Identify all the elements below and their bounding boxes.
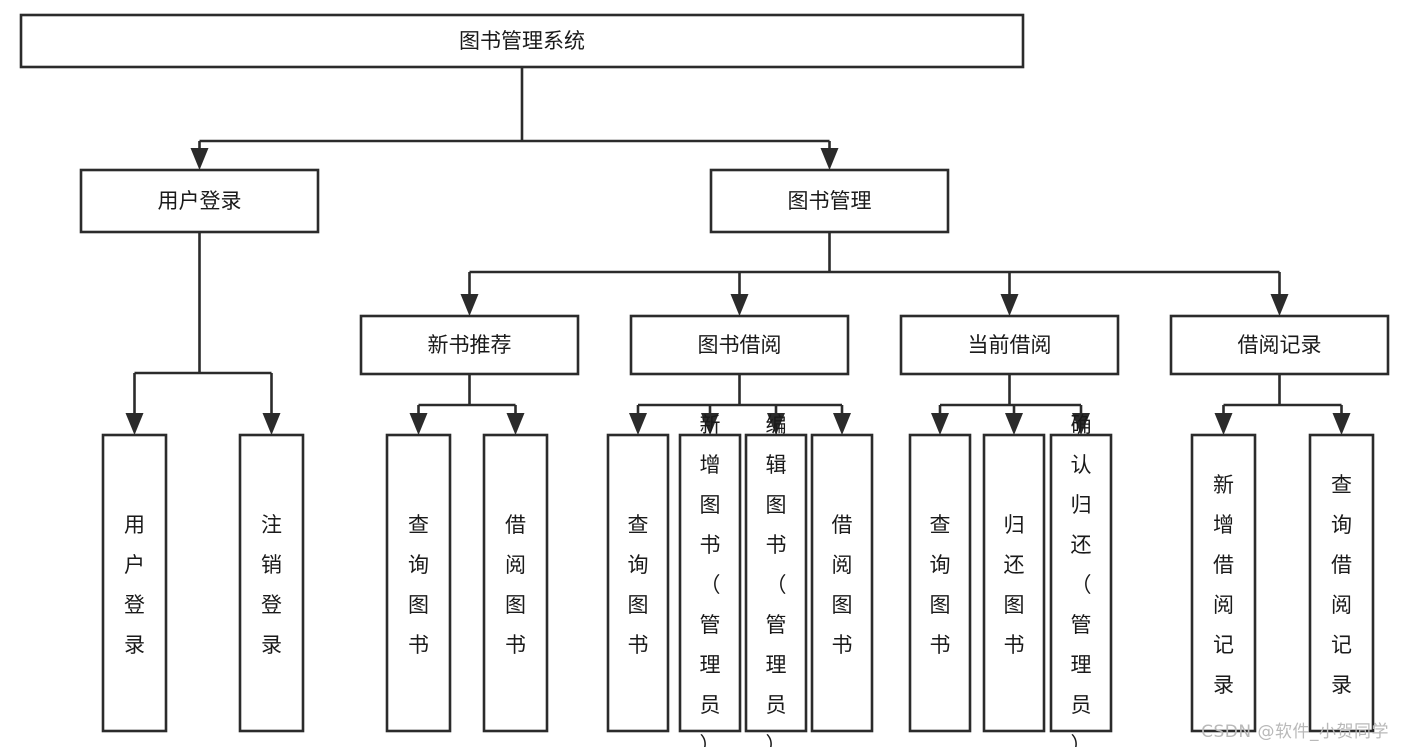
connector-group-user-login	[125, 232, 281, 435]
node-borrow-record[interactable]: 借阅记录	[1169, 314, 1390, 376]
node-box	[744, 433, 808, 733]
arrow-head-icon	[767, 413, 785, 435]
node-label: 用户登录	[158, 189, 242, 213]
node-new-book-rec[interactable]: 新书推荐	[359, 314, 580, 376]
node-borrow-book-2[interactable]: 借阅图书	[810, 433, 874, 733]
arrow-head-icon	[1214, 413, 1233, 435]
node-label: 注销登录	[261, 513, 282, 657]
node-label: 借阅图书	[832, 513, 853, 657]
node-q-book-3[interactable]: 查询图书	[908, 433, 972, 733]
node-label: 新书推荐	[428, 333, 512, 357]
node-q-book-2[interactable]: 查询图书	[606, 433, 670, 733]
node-label: 新增图书（管理员）	[700, 413, 721, 747]
node-box	[1169, 314, 1390, 376]
arrow-head-icon	[262, 413, 281, 435]
node-box	[709, 168, 950, 234]
node-box	[359, 314, 580, 376]
node-box	[678, 433, 742, 733]
node-box	[908, 433, 972, 733]
node-label: 借阅记录	[1238, 333, 1322, 357]
arrow-head-icon	[190, 148, 209, 170]
node-label: 当前借阅	[968, 333, 1052, 357]
node-add-record[interactable]: 新增借阅记录	[1190, 433, 1257, 733]
arrow-head-icon	[460, 294, 479, 316]
node-label: 新增借阅记录	[1213, 473, 1234, 697]
node-book-manage[interactable]: 图书管理	[709, 168, 950, 234]
arrow-head-icon	[820, 148, 839, 170]
node-label: 归还图书	[1004, 513, 1025, 657]
arrow-head-icon	[1270, 294, 1289, 316]
arrow-head-icon	[125, 413, 144, 435]
node-box	[79, 168, 320, 234]
connector-group-root	[190, 67, 839, 170]
connector-group-new-book-rec	[409, 374, 525, 435]
node-label: 编辑图书（管理员）	[766, 413, 787, 747]
node-label: 图书借阅	[698, 333, 782, 357]
node-leaf-user-login[interactable]: 用户登录	[101, 433, 168, 733]
node-box	[606, 433, 670, 733]
node-q-book-1[interactable]: 查询图书	[385, 433, 452, 733]
connector-group-book-borrow	[629, 374, 851, 435]
node-label: 查询图书	[408, 513, 429, 657]
arrow-head-icon	[701, 413, 719, 435]
watermark-text: CSDN @软件_小贺同学	[1201, 722, 1389, 742]
node-box	[629, 314, 850, 376]
arrow-head-icon	[506, 413, 525, 435]
node-confirm-return[interactable]: 确认归还（管理员）	[1049, 413, 1113, 747]
node-box	[238, 433, 305, 733]
node-book-borrow[interactable]: 图书借阅	[629, 314, 850, 376]
nodes-layer: 图书管理系统用户登录图书管理新书推荐图书借阅当前借阅借阅记录用户登录注销登录查询…	[19, 13, 1390, 747]
node-box	[101, 433, 168, 733]
node-box	[982, 433, 1046, 733]
node-box	[1190, 433, 1257, 733]
node-query-record[interactable]: 查询借阅记录	[1308, 433, 1375, 733]
node-label: 用户登录	[124, 513, 145, 657]
connector-group-book-manage	[460, 232, 1289, 316]
node-box	[1049, 433, 1113, 733]
arrow-head-icon	[1072, 413, 1090, 435]
node-box	[1308, 433, 1375, 733]
node-box	[385, 433, 452, 733]
node-root[interactable]: 图书管理系统	[19, 13, 1025, 69]
arrow-head-icon	[1005, 413, 1023, 435]
node-label: 查询图书	[628, 513, 649, 657]
node-return-book[interactable]: 归还图书	[982, 433, 1046, 733]
connector-group-borrow-record	[1214, 374, 1351, 435]
connector-group-current-borrow	[931, 374, 1090, 435]
node-box	[899, 314, 1120, 376]
node-label: 确认归还（管理员）	[1071, 413, 1092, 747]
arrow-head-icon	[833, 413, 851, 435]
arrow-head-icon	[1332, 413, 1351, 435]
node-add-book[interactable]: 新增图书（管理员）	[678, 413, 742, 747]
node-edit-book[interactable]: 编辑图书（管理员）	[744, 413, 808, 747]
node-borrow-book-1[interactable]: 借阅图书	[482, 433, 549, 733]
arrow-head-icon	[409, 413, 428, 435]
arrow-head-icon	[931, 413, 949, 435]
node-box	[810, 433, 874, 733]
node-user-login[interactable]: 用户登录	[79, 168, 320, 234]
arrow-head-icon	[1000, 294, 1019, 316]
arrow-head-icon	[730, 294, 749, 316]
connectors-layer	[125, 67, 1351, 435]
node-box	[482, 433, 549, 733]
node-label: 查询图书	[930, 513, 951, 657]
node-label: 图书管理系统	[459, 29, 585, 53]
node-label: 查询借阅记录	[1331, 473, 1352, 697]
arrow-head-icon	[629, 413, 647, 435]
node-box	[19, 13, 1025, 69]
node-label: 图书管理	[788, 189, 872, 213]
node-leaf-logout[interactable]: 注销登录	[238, 433, 305, 733]
node-label: 借阅图书	[505, 513, 526, 657]
node-current-borrow[interactable]: 当前借阅	[899, 314, 1120, 376]
